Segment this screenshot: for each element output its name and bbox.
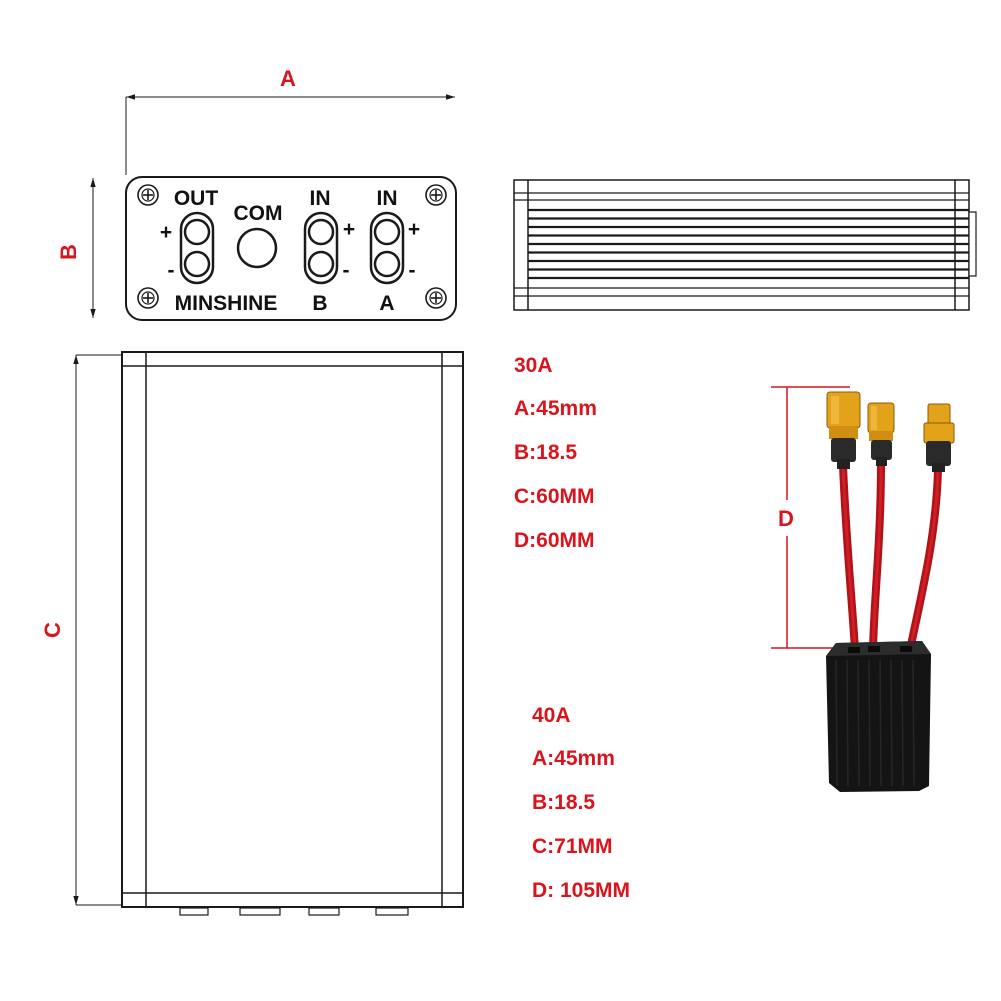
spec-line: B:18.5 — [532, 791, 596, 814]
in-a-plus-sign: + — [408, 218, 420, 241]
spec-line: C:71MM — [532, 835, 613, 858]
in-b-minus-sign: - — [343, 259, 350, 282]
case-rib — [912, 659, 915, 787]
screw-icon — [137, 287, 159, 309]
com-label: COM — [234, 202, 283, 225]
spec-block-30a: 30A A:45mm B:18.5 C:60MM D:60MM — [514, 354, 597, 573]
spec-title: 40A — [532, 704, 571, 727]
in-b-label: IN — [310, 187, 331, 210]
screw-icon — [425, 184, 447, 206]
port-tab — [375, 907, 409, 916]
port-b-label: B — [312, 292, 327, 315]
in-b-plus-sign: + — [343, 218, 355, 241]
case-rib — [879, 659, 882, 787]
port-tab — [179, 907, 209, 916]
port-tab — [239, 907, 281, 916]
out-minus-sign: - — [168, 259, 175, 282]
spec-line: A:45mm — [532, 747, 615, 770]
case-rib — [835, 659, 838, 787]
dimension-a: A — [125, 66, 455, 175]
case-rib — [846, 659, 849, 787]
spec-line: D: 105MM — [532, 879, 631, 902]
screw-icon — [425, 287, 447, 309]
spec-line: D:60MM — [514, 529, 595, 552]
product-illustration: D — [770, 386, 955, 792]
case-rib — [857, 659, 860, 787]
brand-label: MINSHINE — [175, 292, 278, 315]
front-panel-view: OUT + - COM IN + - IN + - MINSHINE B A — [125, 176, 457, 321]
in-a-minus-sign: - — [409, 259, 416, 282]
dimension-c: C — [40, 354, 122, 906]
out-plus-sign: + — [160, 221, 172, 244]
spec-title: 30A — [514, 354, 553, 377]
spec-line: B:18.5 — [514, 441, 578, 464]
spec-line: C:60MM — [514, 485, 595, 508]
spec-block-40a: 40A A:45mm B:18.5 C:71MM D: 105MM — [532, 704, 630, 923]
dimension-b: B — [56, 178, 96, 318]
dimension-d: D — [770, 386, 850, 649]
dimension-b-label: B — [56, 244, 81, 260]
xt60-connector-icon — [923, 403, 955, 472]
spec-line: A:45mm — [514, 397, 597, 420]
com-port — [236, 227, 278, 269]
top-view — [121, 351, 464, 916]
case-rib — [901, 659, 904, 787]
screw-icon — [137, 184, 159, 206]
dimension-d-label: D — [778, 506, 794, 531]
case-rib — [868, 659, 871, 787]
xt60-connector-icon — [867, 402, 895, 466]
port-a-label: A — [379, 292, 394, 315]
side-profile-view — [513, 179, 977, 311]
dimension-c-label: C — [40, 622, 65, 638]
xt60-connector-icon — [826, 391, 861, 469]
case-rib — [890, 659, 893, 787]
out-label: OUT — [174, 187, 219, 210]
converter-case — [826, 641, 931, 792]
port-tab — [308, 907, 340, 916]
in-a-label: IN — [377, 187, 398, 210]
dimension-a-label: A — [280, 66, 296, 91]
